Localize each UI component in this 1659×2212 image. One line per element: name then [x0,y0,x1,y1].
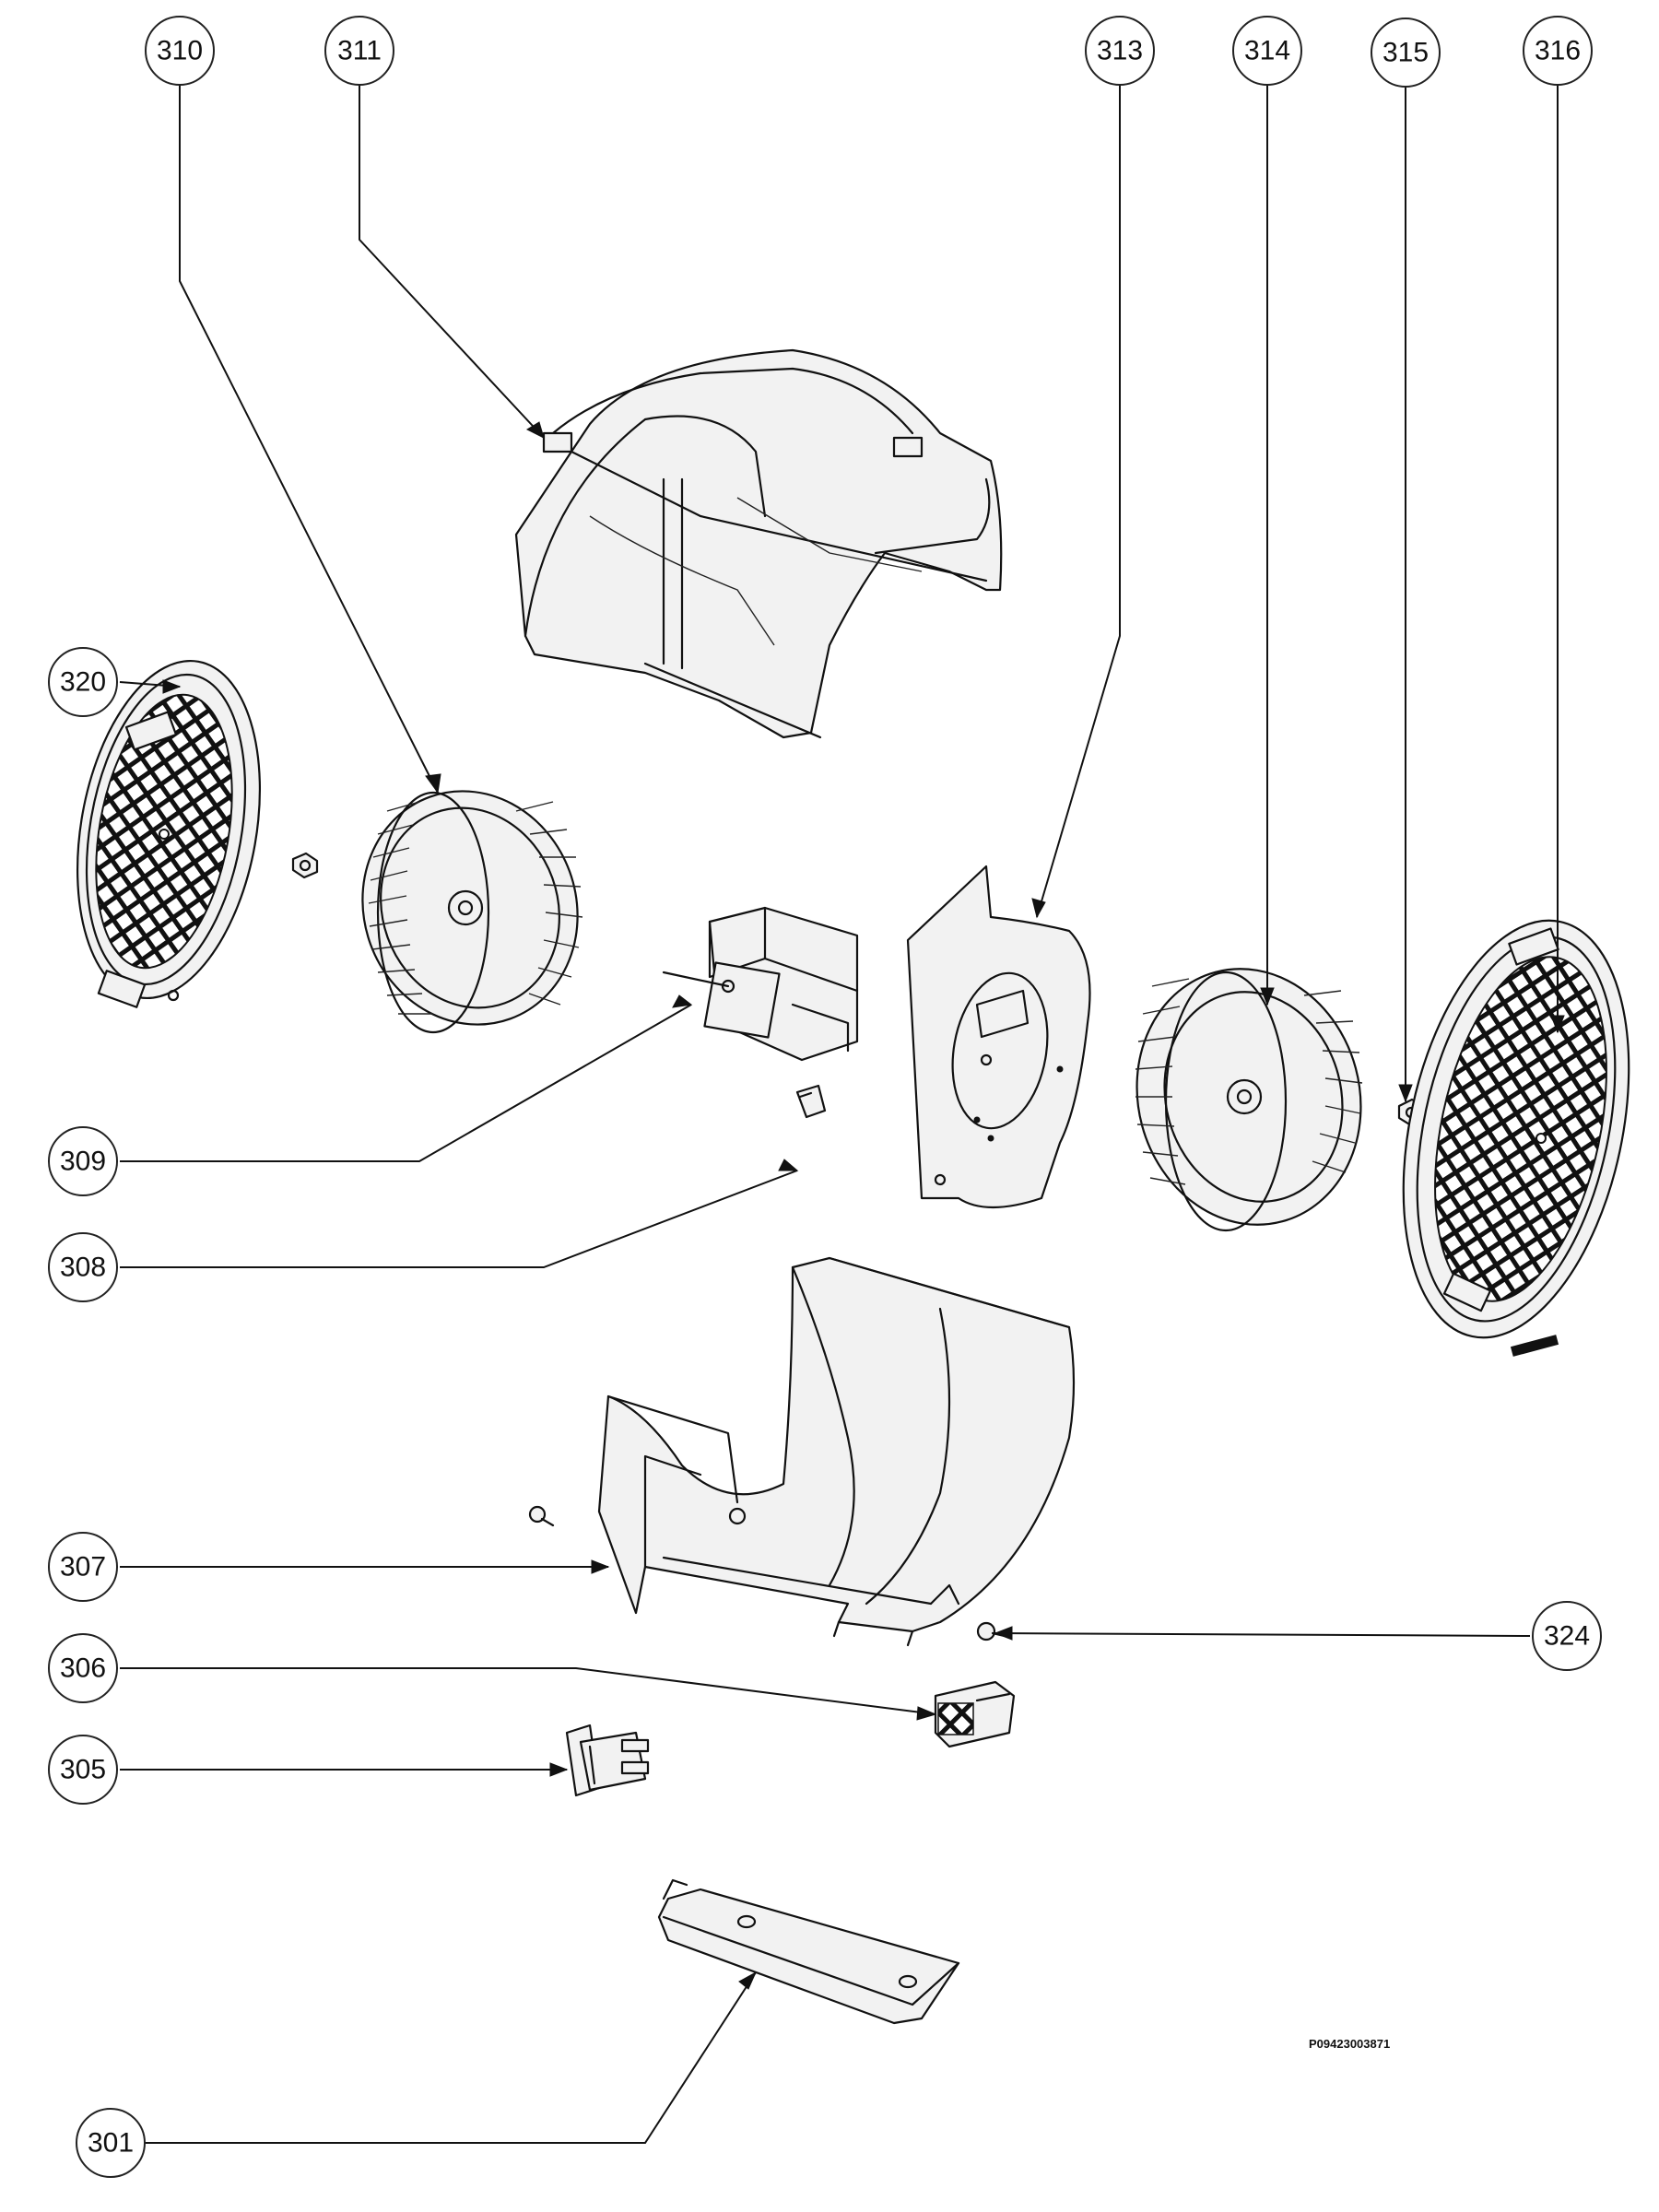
right-grille-cover-part-316 [1402,919,1630,1357]
callout-309: 309 [48,1126,118,1196]
callout-315: 315 [1371,18,1441,88]
callout-313: 313 [1085,16,1155,86]
right-impeller-part-314 [1135,968,1363,1232]
callout-324: 324 [1532,1601,1602,1671]
callout-301: 301 [76,2108,146,2178]
callout-316-label: 316 [1535,36,1581,66]
callout-320-label: 320 [60,667,106,698]
callout-315-label: 315 [1382,38,1429,68]
callout-314: 314 [1232,16,1302,86]
left-grille-cover-part-320 [76,659,262,1008]
callout-305: 305 [48,1735,118,1805]
callout-314-label: 314 [1244,36,1290,66]
callout-307: 307 [48,1532,118,1602]
bottom-plate-part-301 [657,1878,960,2025]
clip-part-308 [795,1084,827,1119]
drawing-code: P09423003871 [1309,2037,1390,2051]
callout-320: 320 [48,647,118,717]
nut-left [291,852,319,879]
motor-part-309 [662,906,859,1062]
lower-housing-part-307 [597,1256,1076,1647]
leader-lines [119,83,1559,2144]
callout-308: 308 [48,1232,118,1302]
callout-305-label: 305 [60,1755,106,1785]
connector-part-306 [934,1680,1016,1748]
callout-309-label: 309 [60,1147,106,1177]
callout-306-label: 306 [60,1653,106,1684]
callout-324-label: 324 [1544,1621,1590,1652]
screw-left-307 [528,1505,555,1527]
leader-arrowheads [162,421,1565,1990]
switch-part-305 [565,1724,650,1797]
callout-301-label: 301 [88,2128,134,2159]
callout-306: 306 [48,1633,118,1703]
callout-316: 316 [1523,16,1593,86]
callout-308-label: 308 [60,1253,106,1283]
mounting-plate-part-313 [906,865,1091,1209]
callout-311-label: 311 [337,36,382,66]
callout-310: 310 [145,16,215,86]
callout-313-label: 313 [1097,36,1143,66]
callout-307-label: 307 [60,1552,106,1583]
callout-310-label: 310 [157,36,203,66]
callout-311: 311 [324,16,394,86]
upper-housing-part-311 [514,348,1003,739]
left-impeller-part-310 [361,790,583,1034]
